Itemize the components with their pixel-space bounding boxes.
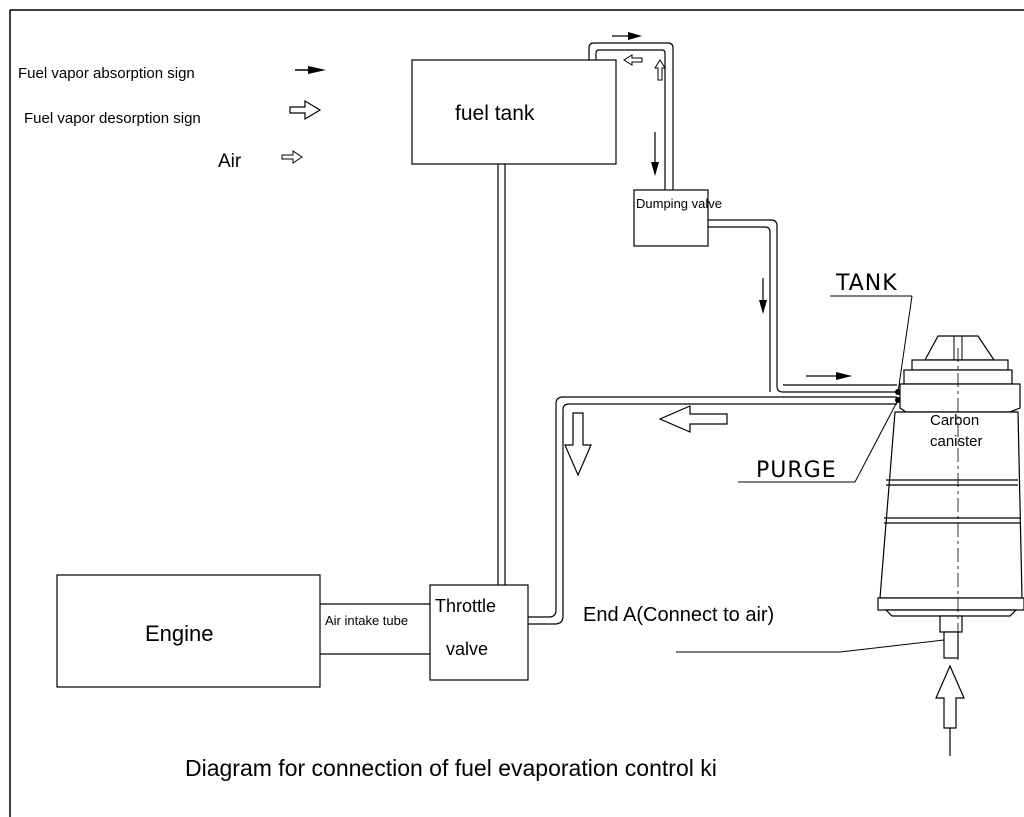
canister-label-line2: canister (930, 433, 983, 450)
diagram-caption: Diagram for connection of fuel evaporati… (185, 755, 717, 781)
canister-label-line1: Carbon (930, 412, 979, 429)
legend-absorption-label: Fuel vapor absorption sign (18, 65, 195, 82)
fuel-tank: fuel tank (411, 59, 617, 165)
air-intake-tube-label: Air intake tube (325, 613, 408, 628)
purge-pipe (528, 396, 897, 625)
absorption-arrow-icon (295, 66, 326, 74)
dumping-to-canister-pipe (708, 219, 897, 393)
dumping-valve: Dumping valve (633, 189, 722, 247)
fuel-tank-label: fuel tank (455, 102, 535, 125)
throttle-label-line1: Throttle (435, 596, 496, 616)
desorption-arrow-icon (289, 99, 322, 121)
throttle-valve: Throttle valve (429, 584, 529, 681)
engine: Engine (56, 574, 321, 688)
outer-frame (9, 9, 1024, 817)
throttle-label-line2: valve (446, 639, 488, 659)
tank-port-label: TANK (835, 271, 898, 296)
tank-to-throttle-pipe (497, 164, 506, 585)
end-a: End A(Connect to air) (583, 604, 965, 756)
legend: Fuel vapor absorption sign Fuel vapor de… (18, 65, 326, 172)
end-a-label: End A(Connect to air) (583, 604, 774, 626)
purge-port-label: PURGE (756, 458, 837, 483)
legend-air-label: Air (218, 151, 242, 172)
dumping-valve-label: Dumping valve (636, 196, 722, 211)
tank-vent-pipe (588, 32, 674, 190)
air-arrow-icon (281, 150, 303, 164)
legend-desorption-label: Fuel vapor desorption sign (24, 110, 201, 127)
carbon-canister: Carbon canister (877, 335, 1024, 660)
engine-label: Engine (145, 621, 214, 646)
air-intake-tube: Air intake tube (320, 603, 430, 655)
